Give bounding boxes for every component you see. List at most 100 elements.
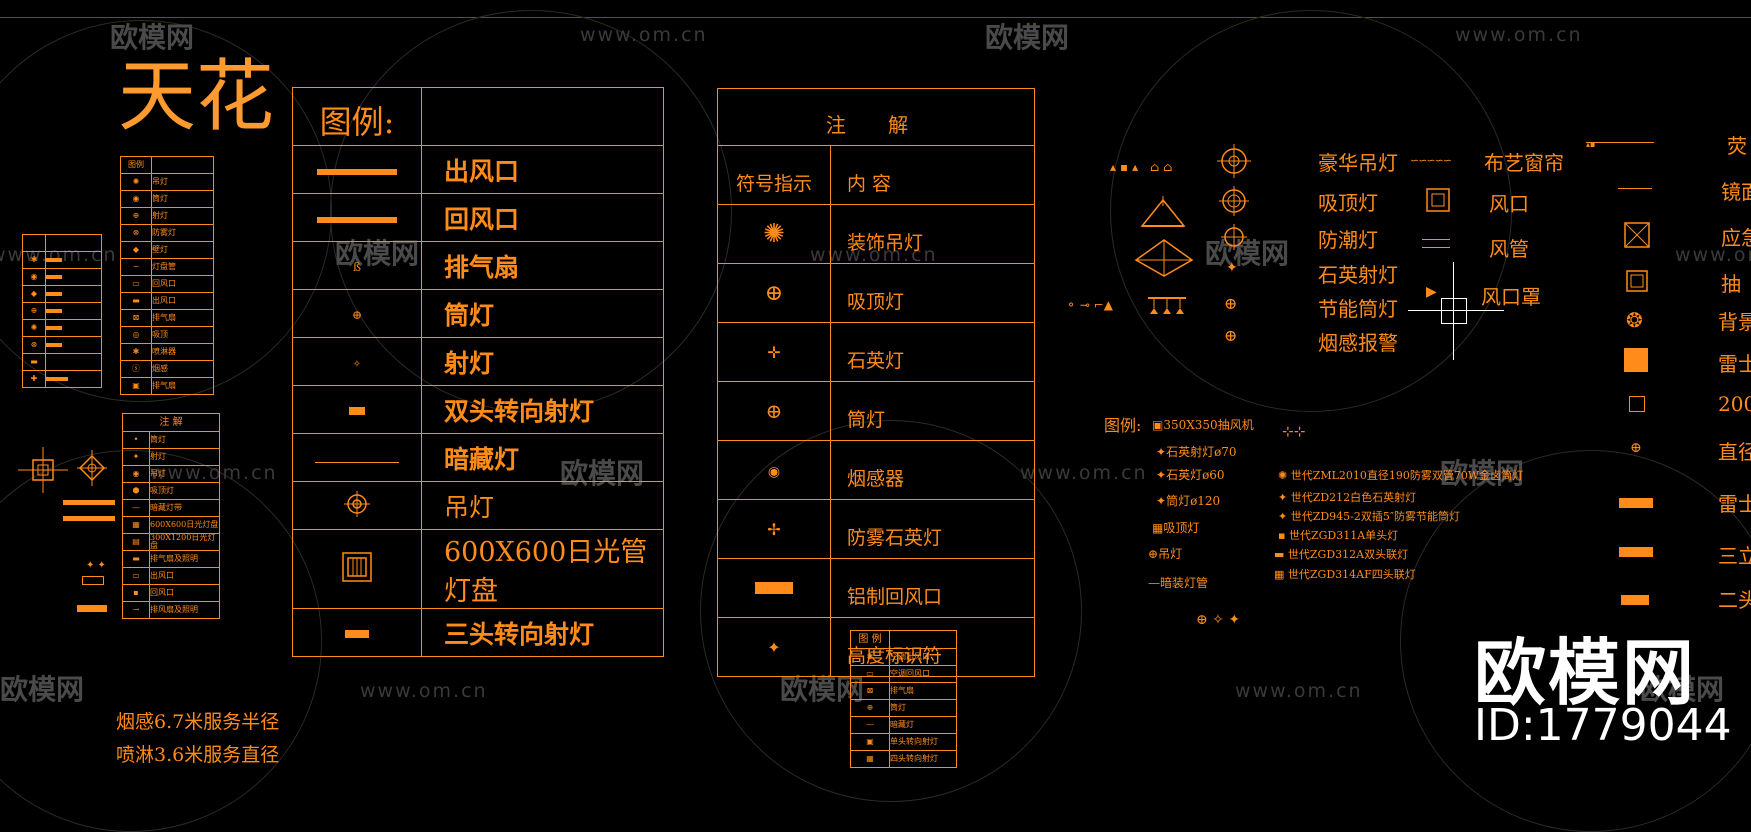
smoke-radius-note: 烟感6.7米服务半径 [116, 711, 280, 733]
watermark-id: ID:1779044 [1474, 700, 1732, 751]
legend-label: 灯盘管 [151, 258, 214, 276]
top-border-line [0, 17, 1751, 18]
far-right-label: 背景 [1718, 310, 1751, 334]
notes-label: 烟感器 [830, 440, 1035, 500]
right-legend-label: 风口 [1489, 192, 1529, 216]
legend-label: 回风口 [151, 275, 214, 293]
right-legend-label: 节能筒灯 [1318, 297, 1398, 321]
right-legend-label: 豪华吊灯 [1318, 151, 1398, 175]
legend-label: 回风口 [421, 193, 664, 242]
far-right-label: 镜面 [1721, 180, 1751, 204]
legend-label: 射灯 [151, 207, 214, 225]
diameter-light-icon: ⊕ [1630, 440, 1642, 456]
smoke-icon: ⓢ [132, 364, 140, 373]
downlight-icon: ✺ [1278, 469, 1291, 482]
ceiling-light-icon: ▦ [1152, 521, 1164, 535]
legend-label: 600X600日光管灯盘 [421, 529, 664, 609]
downlight-icon: ◉ [132, 194, 140, 203]
right-legend-label: 风管 [1489, 237, 1529, 261]
legend-header: 图例: [292, 87, 422, 146]
watermark-url: www.om.cn [1235, 680, 1363, 702]
ceiling-icon: ◎ [132, 330, 140, 339]
page-title: 天花 [118, 52, 275, 142]
legend-label: 空调回风口 [889, 665, 957, 683]
curtain-icon: ∽∽∽∽∽ [1410, 154, 1452, 167]
watermark-brand: 欧模网 [1440, 457, 1525, 490]
height-marker-icon: ✦ [767, 637, 781, 657]
right-legend-label: 石英射灯 [1318, 263, 1398, 287]
downlight-icon: ⊕ [1224, 294, 1238, 313]
legend-label: 单头转向射灯 [889, 733, 957, 751]
far-right-label: 荧 [1727, 134, 1747, 158]
fogproof-quartz-icon: ✢ [767, 519, 781, 539]
quartz-spotlight-icon: ✦ [1226, 260, 1238, 276]
small-legend-3: 图 例 ✱空调出风口 ▭空调回风口 ⊠排气扇 ⊕筒灯 —暗藏灯 ▣单头转向射灯 … [850, 630, 957, 768]
legend-label: 暗藏灯 [421, 433, 664, 482]
return-vent-icon: ▭ [132, 279, 140, 288]
right-legend-header: 图例: [1104, 416, 1142, 435]
double-spotlight-icon [82, 576, 104, 585]
quartz-spotlight-icon: ✦ [1156, 445, 1167, 459]
watermark-brand: 欧模网 [0, 673, 85, 706]
far-right-label: 直径 [1718, 440, 1751, 464]
notes-label: 石英灯 [830, 322, 1035, 382]
tiny-legend: ✱ ◉ ◆ ⊕ ✺ ⊗ ▬ ✚ [22, 234, 102, 388]
chandelier-icon [344, 490, 370, 517]
exhaust-fan-icon: ß [352, 260, 361, 274]
legend-label: 300X1200日光灯盘 [149, 533, 220, 551]
decorative-chandelier-icon: ✺ [763, 219, 785, 249]
nvc-panel-icon [1624, 348, 1648, 372]
fluorescent-panel-icon [342, 552, 372, 582]
quartz-light-icon: ✦ [1156, 468, 1167, 482]
notes-table: 注 解 符号指示 内 容 ✺装饰吊灯 ⊕吸顶灯 ✛石英灯 ⊕筒灯 ◉烟感器 ✢防… [717, 88, 1035, 677]
vent-icon [1426, 188, 1450, 212]
downlight-icon: ✦ [1156, 494, 1167, 508]
notes-col-symbol: 符号指示 [717, 145, 831, 205]
small-legend-1: 图例 ✺吊灯 ◉筒灯 ⊕射灯 ⊗防雾灯 ◆壁灯 ─灯盘管 ▭回风口 ▬出风口 ⊠… [120, 156, 214, 395]
fluorescent-line-icon [1586, 142, 1654, 143]
spotlight-icon: ✦ ✦ [86, 560, 106, 571]
right-legend-item: ✦石英灯ø60 [1156, 468, 1225, 482]
far-right-label: 雷士 [1718, 492, 1751, 516]
right-legend-item: ▣350X350抽风机 [1152, 418, 1254, 432]
legend-label: 排气扇 [151, 309, 214, 327]
watermark-url: www.om.cn [1020, 462, 1148, 484]
legend-label: 空调出风口 [889, 648, 957, 666]
wall-light-icon: ◆ [132, 245, 140, 254]
quad-spotlight-icon: ▦ [1274, 568, 1288, 581]
diamond-lamp-icon [1134, 239, 1194, 277]
notes-label: 吸顶灯 [830, 263, 1035, 323]
far-right-label: 应急 [1721, 226, 1751, 250]
legend-label: 筒灯 [151, 190, 214, 208]
legend-label: 吊灯 [151, 173, 214, 191]
return-vent-icon [317, 217, 397, 223]
supply-vent-icon: ▬ [132, 296, 140, 305]
notes-label: 筒灯 [830, 381, 1035, 441]
hidden-tube-icon: — [1148, 576, 1160, 590]
track-lamp-icon [1148, 297, 1186, 314]
smoke-alarm-icon: ⊕ [1224, 326, 1238, 345]
right-legend-item: ✦筒灯ø120 [1156, 494, 1221, 508]
ceiling-light-icon [1219, 186, 1249, 216]
hidden-light-icon [315, 462, 399, 463]
triple-spotlight-icon [77, 605, 107, 612]
right-legend-label: 烟感报警 [1318, 331, 1398, 355]
crosshair-box [1441, 298, 1467, 324]
legend-label: 双头转向射灯 [421, 385, 664, 434]
right-legend-item: —暗装灯管 [1148, 576, 1209, 590]
right-legend-item: ✦石英射灯ø70 [1156, 445, 1237, 459]
watermark-brand: 欧模网 [1640, 673, 1725, 706]
ceiling-light-icon: ⊕ [764, 280, 784, 306]
notes-label: 铝制回风口 [830, 558, 1035, 618]
legend-label: 排气扇 [151, 377, 214, 395]
lamp-symbols-row: ▴▪▴ ⌂⌂ [1110, 160, 1177, 174]
chandelier-icon: ⊕ [1148, 547, 1159, 561]
nvc-double-icon [1619, 498, 1653, 508]
ceiling-light-symbol [18, 447, 68, 493]
legend-label: 回风口 [149, 584, 220, 602]
legend-label: 筒灯 [421, 289, 664, 338]
legend-label: 排气扇 [889, 682, 957, 700]
legend-label: 排气扇 [421, 241, 664, 290]
legend-label: 暗藏灯 [889, 716, 957, 734]
notes-col-content: 内 容 [830, 145, 1035, 205]
